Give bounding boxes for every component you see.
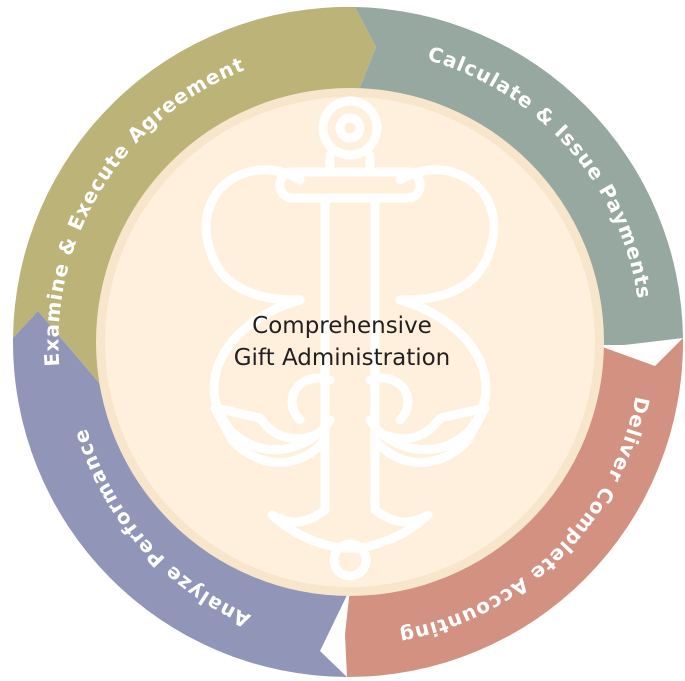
inner-circle-fill xyxy=(105,97,595,587)
center-title-line-1: Comprehensive xyxy=(252,313,432,339)
segment-analyze-performance xyxy=(12,311,350,677)
anchor-icon xyxy=(201,96,499,581)
center-title-line-2: Gift Administration xyxy=(233,345,451,371)
segment-calculate-issue xyxy=(355,7,683,345)
segment-deliver-accounting xyxy=(345,338,684,678)
